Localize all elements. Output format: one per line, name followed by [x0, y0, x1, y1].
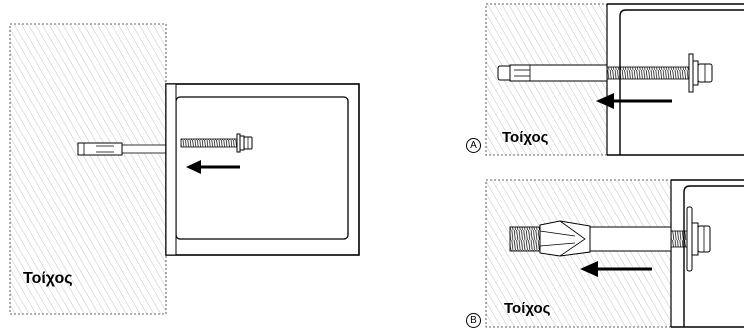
panel-a — [485, 3, 744, 156]
panel-b — [485, 179, 744, 328]
anchor-sleeve — [77, 142, 123, 156]
wall-label-main: Τοίχος — [23, 270, 73, 287]
wall-label-b: Τοίχος — [504, 300, 551, 317]
wall-main — [9, 23, 167, 315]
arrow-left-icon — [580, 261, 652, 277]
bolt-main — [180, 133, 253, 153]
wall-label-a: Τοίχος — [502, 129, 549, 146]
main-diagram — [9, 23, 360, 315]
arrow-left-icon — [186, 160, 240, 174]
step-b-marker: B — [466, 313, 481, 328]
arrow-left-icon — [596, 93, 672, 109]
step-a-marker: A — [466, 138, 481, 153]
